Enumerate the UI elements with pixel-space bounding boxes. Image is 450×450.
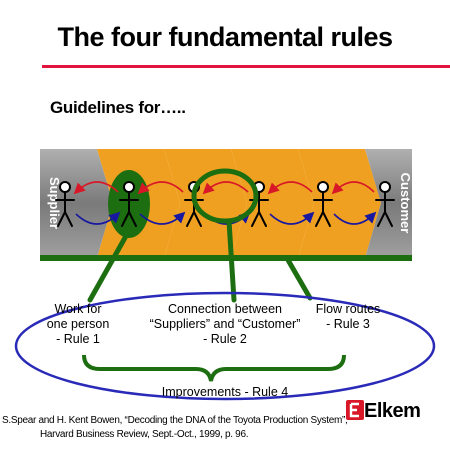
rule2-highlight <box>191 168 259 224</box>
request-arrow-5 <box>331 181 375 195</box>
delivery-arrow-2 <box>139 211 186 225</box>
worker-customer-icon <box>375 181 395 227</box>
request-arrow-1 <box>73 181 119 195</box>
delivery-arrow-5 <box>333 211 377 225</box>
chevron-3 <box>231 149 314 258</box>
rule3-pointer <box>285 257 313 301</box>
supplier-block <box>40 149 113 258</box>
rule2-line-2: “Suppliers” and “Customer” <box>149 317 301 331</box>
citation: S.Spear and H. Kent Bowen, “Decoding the… <box>2 414 348 442</box>
citation-line-1: S.Spear and H. Kent Bowen, “Decoding the… <box>2 415 348 426</box>
rule2-line-3: - Rule 2 <box>203 332 247 346</box>
worker-supplier-icon <box>55 181 75 227</box>
brand: Elkem <box>342 398 442 430</box>
rule2-line-1: Connection between <box>168 302 282 316</box>
delivery-arrow-4 <box>269 211 315 225</box>
improvements-brace <box>82 354 346 382</box>
elkem-logo-icon <box>346 400 364 420</box>
worker-4-icon <box>313 181 333 227</box>
rule-pointers <box>87 218 313 303</box>
chevron-4 <box>298 149 381 258</box>
rule3-line-2: - Rule 3 <box>326 317 370 331</box>
rule1-line-3: - Rule 1 <box>56 332 100 346</box>
delivery-arrow-1 <box>75 211 121 225</box>
request-arrow-4 <box>267 181 313 195</box>
request-arrow-2 <box>137 181 184 195</box>
guidelines-heading: Guidelines for….. <box>50 98 186 117</box>
rule4-label: Improvements - Rule 4 <box>161 385 289 399</box>
value-stream-band <box>40 149 412 258</box>
rule1-line-1: Work for <box>54 302 102 316</box>
rule1-line-2: one person <box>46 317 110 331</box>
rule2-label: Connection between “Suppliers” and “Cust… <box>130 302 320 347</box>
chevron-2 <box>164 149 247 258</box>
supplier-label: Supplier <box>47 177 62 229</box>
rule2-pointer <box>226 218 237 303</box>
rule3-line-1: Flow routes <box>315 302 381 316</box>
citation-line-2: Harvard Business Review, Sept.-Oct., 199… <box>40 429 249 440</box>
rule3-label: Flow routes - Rule 3 <box>300 302 396 332</box>
worker-1-icon <box>119 181 139 227</box>
customer-label: Customer <box>398 173 413 234</box>
rule1-label: Work for one person - Rule 1 <box>28 302 128 347</box>
slide-title: The four fundamental rules <box>57 22 393 52</box>
customer-block <box>365 149 412 258</box>
request-arrow-3 <box>202 181 249 195</box>
title-rule <box>42 65 450 68</box>
brand-name: Elkem <box>364 400 421 422</box>
improvements-ellipse <box>14 291 436 401</box>
rule1-pointer <box>87 233 129 303</box>
